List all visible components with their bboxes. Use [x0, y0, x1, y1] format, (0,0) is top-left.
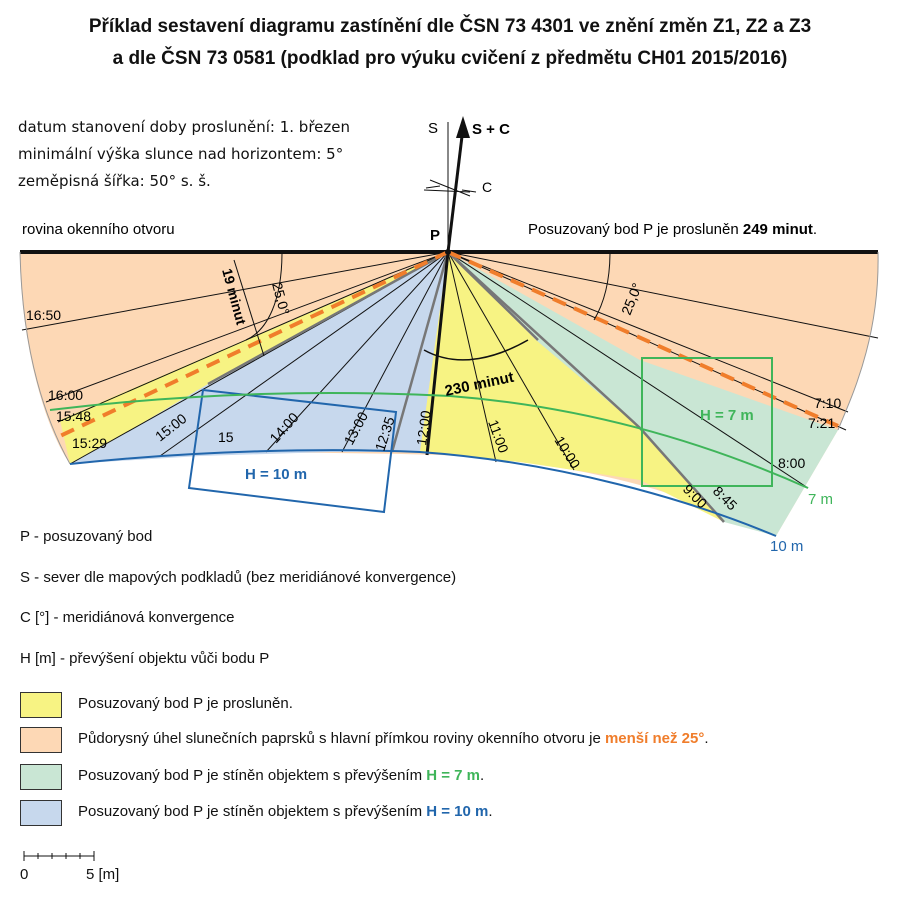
definition-s: S - sever dle mapových podkladů (bez mer… [20, 569, 457, 586]
legend-swatch [20, 764, 62, 790]
angle-arc-left [245, 251, 283, 341]
shading-diagram: P S S + C C rovina okenního otvoru Posuz… [19, 116, 879, 555]
legend-swatch [20, 800, 62, 826]
time-label: 15:48 [56, 408, 91, 424]
scale-bar [23, 851, 95, 861]
scale-five: 5 [m] [86, 866, 120, 883]
time-label: 12:00 [413, 409, 434, 446]
title-line-2: a dle ČSN 73 0581 (podklad pro výuku cvi… [112, 48, 788, 69]
legend-text: Posuzovaný bod P je stíněn objektem s př… [78, 803, 493, 820]
definition-c: C [°] - meridiánová konvergence [20, 609, 235, 626]
conv-arrow-icon [425, 185, 477, 193]
result-text: Posuzovaný bod P je prosluněn 249 minut. [528, 221, 817, 238]
curve-10m-label: 10 m [770, 538, 803, 555]
time-label: 16:00 [48, 387, 83, 403]
legend-text: Posuzovaný bod P je prosluněn. [78, 695, 293, 712]
scale-zero: 0 [20, 866, 29, 883]
conv-angle-arc [423, 179, 471, 197]
minutes-arc-230 [423, 339, 529, 361]
time-label: 8:00 [778, 455, 805, 471]
yellow-main-region [420, 252, 724, 522]
box-7m-label: H = 7 m [700, 407, 754, 424]
curve-7m [49, 391, 809, 489]
minutes-arc-19 [233, 259, 265, 357]
legend-text: Půdorysný úhel slunečních paprsků s hlav… [78, 730, 709, 747]
time-label: 7:21 [808, 415, 835, 431]
angle-arc-right [593, 251, 611, 321]
info-min-height: minimální výška slunce nad horizontem: 5… [18, 145, 344, 163]
legend-text: Posuzovaný bod P je stíněn objektem s př… [78, 767, 485, 784]
noon-ray [425, 251, 450, 456]
north-label: S [428, 120, 438, 137]
box-10m-label: H = 10 m [245, 466, 307, 483]
outer-edge [19, 251, 71, 465]
time-label: 15 [218, 429, 234, 445]
outer-edge-right [837, 251, 879, 431]
curve-7m-label: 7 m [808, 491, 833, 508]
angle-limit-left [59, 250, 449, 438]
point-p [445, 249, 451, 255]
legend-swatch [20, 692, 62, 718]
curve-10m [69, 449, 777, 537]
time-label: 7:10 [814, 395, 841, 411]
conv-label: C [482, 179, 492, 195]
box-10m [187, 388, 398, 514]
definition-p: P - posuzovaný bod [20, 528, 153, 545]
time-label: 16:50 [26, 307, 61, 323]
north-arrow-icon [456, 116, 470, 138]
info-date: datum stanovení doby proslunění: 1. břez… [18, 118, 350, 136]
info-latitude: zeměpisná šířka: 50° s. š. [18, 172, 211, 190]
window-plane-label: rovina okenního otvoru [22, 221, 175, 238]
north-conv-label: S + C [472, 121, 510, 138]
definition-h: H [m] - převýšení objektu vůči bodu P [20, 650, 270, 667]
box-7m [641, 357, 773, 487]
title-line-1: Příklad sestavení diagramu zastínění dle… [88, 16, 812, 37]
legend-swatch [20, 727, 62, 753]
point-p-label: P [430, 227, 440, 244]
time-label: 15:29 [72, 435, 107, 451]
boundary-rays [207, 250, 725, 523]
